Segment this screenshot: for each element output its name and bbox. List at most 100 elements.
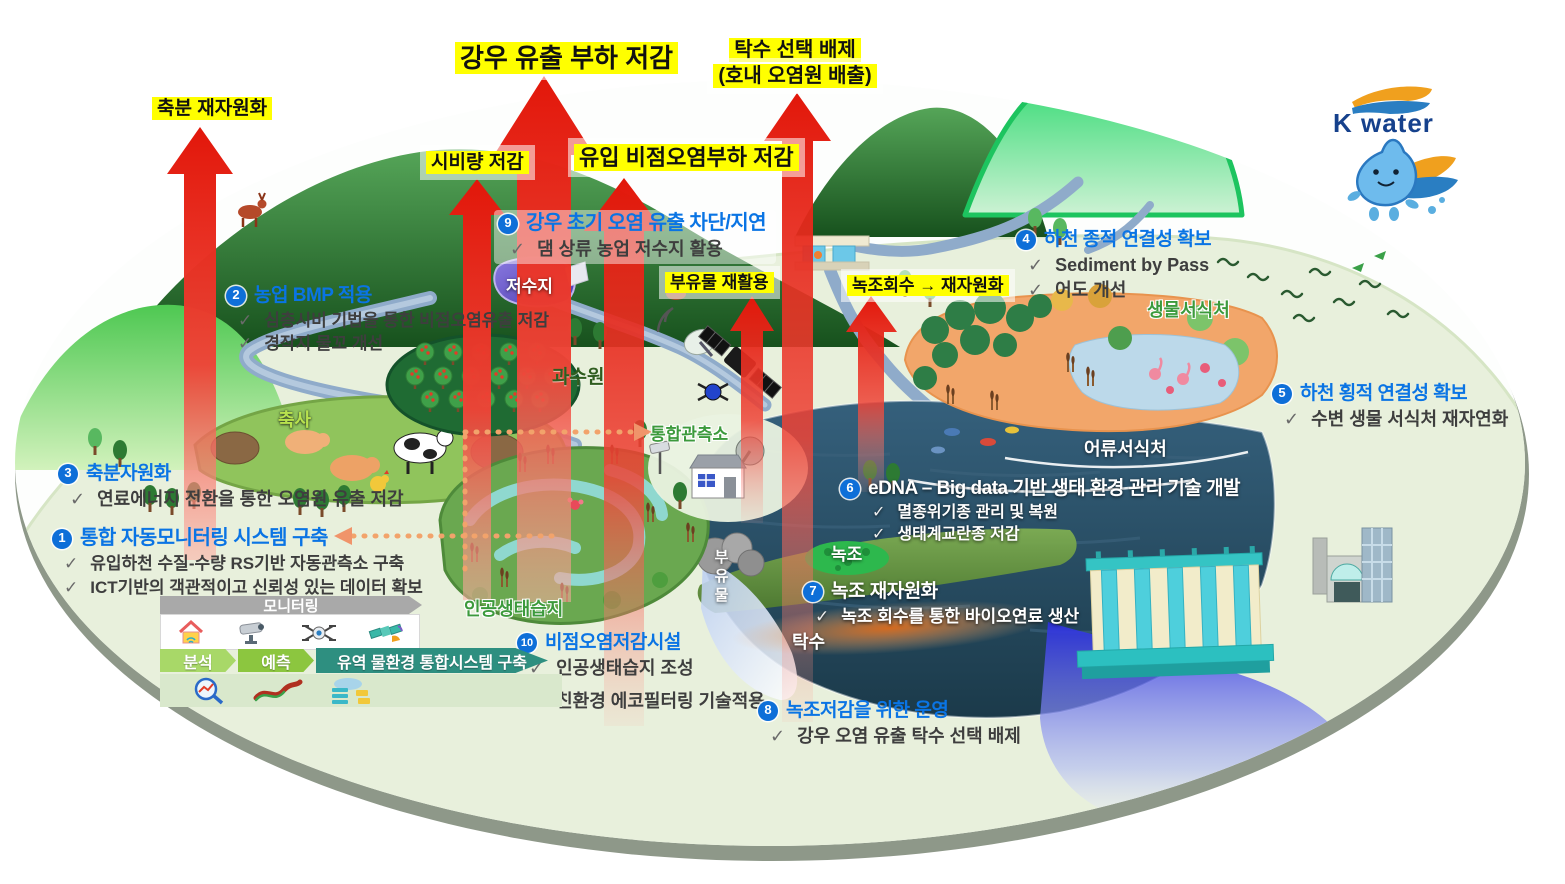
guide-lines	[907, 450, 1249, 493]
analysis-chart-icon	[194, 677, 224, 704]
flamingos	[1149, 357, 1191, 385]
dam	[1076, 546, 1275, 680]
item-2-title: 농업 BMP 적용	[254, 285, 372, 306]
item-3: 3 축분자원화 ✓ 연료에너지 전환을 통한 오염원 유출 저감	[58, 463, 404, 510]
check-icon: ✓	[872, 526, 886, 544]
check-icon: ✓	[64, 554, 79, 573]
dashed-arrowhead-right	[634, 423, 652, 441]
item-3-check-1: 연료에너지 전환을 통한 오염원 유출 저감	[97, 488, 404, 509]
item-6-check-2: 생태계교란종 저감	[897, 526, 1020, 544]
check-icon: ✓	[1028, 254, 1044, 275]
item-4-badge: 4	[1016, 229, 1036, 250]
item-9-check-1: 댐 상류 농업 저수지 활용	[537, 239, 723, 259]
label-fish-habitat: 어류서식처	[1084, 439, 1167, 459]
algae-patch	[805, 541, 889, 575]
birds	[1216, 251, 1410, 323]
item-8-title: 녹조저감을 위한 운영	[786, 700, 949, 721]
check-icon: ✓	[238, 310, 253, 330]
dashed-arrowhead-left	[334, 527, 352, 545]
item-7-badge: 7	[803, 581, 823, 602]
drone-icon	[697, 382, 729, 402]
pig	[285, 430, 380, 481]
label-fertilizer: 시비량 저감	[426, 151, 529, 175]
item-10: 10 비점오염저감시설 ✓ 인공생태습지 조성 ✓ 친환경 에코필터링 기술적용	[517, 632, 765, 711]
item-9: 9 강우 초기 오염 유출 차단/지연 ✓ 댐 상류 농업 저수지 활용	[494, 210, 777, 264]
kwater-logo-icon	[1352, 86, 1432, 114]
check-icon: ✓	[64, 577, 79, 597]
item-2-check-1: 심층시비 기법을 통한 비점오염유출 저감	[264, 310, 550, 330]
arrow-algae	[846, 296, 897, 492]
label-orchard: 과수원	[552, 367, 605, 388]
panel-icon-strip	[160, 614, 420, 650]
item-3-badge: 3	[58, 463, 78, 484]
check-icon: ✓	[70, 488, 86, 509]
habitat-island	[903, 284, 1278, 433]
item-6-badge: 6	[840, 478, 860, 499]
item-10-badge: 10	[517, 632, 537, 653]
item-9-badge: 9	[498, 213, 518, 234]
label-floating-recycle: 부유물 재활용	[665, 272, 774, 293]
algae-sample-icon	[253, 679, 303, 701]
item-5-badge: 5	[1272, 383, 1292, 404]
item-4-check-1: Sediment by Pass	[1055, 254, 1210, 275]
panel-system-banner: 유역 물환경 통합시스템 구축	[316, 648, 548, 673]
item-1-check-2: ICT기반의 객관적이고 신뢰성 있는 데이터 확보	[90, 577, 423, 597]
label-reservoir: 저수지	[506, 277, 553, 296]
item-9-title: 강우 초기 오염 유출 차단/지연	[526, 212, 767, 234]
dashed-links	[349, 429, 635, 579]
label-barn: 축사	[278, 410, 312, 430]
label-algae-recycle: 녹조회수 → 재자원화	[847, 275, 1009, 296]
panel-monitoring-label: 모니터링	[263, 597, 319, 615]
panel-analysis-chevron: 분석	[160, 649, 236, 672]
label-rain-runoff: 강우 유출 부하 저감	[455, 42, 679, 75]
arrow-nonpoint	[584, 178, 664, 726]
item-5-title: 하천 횡적 연결성 확보	[1300, 383, 1468, 404]
label-turbid: 탁수	[792, 632, 826, 652]
red-arrows	[167, 76, 897, 726]
check-icon: ✓	[238, 334, 253, 354]
mountain-left	[125, 149, 900, 347]
item-3-title: 축분자원화	[86, 463, 171, 484]
fish	[931, 426, 1019, 454]
item-6: 6 eDNA – Big data 기반 생태 환경 관리 기술 개발 ✓ 멸종…	[840, 478, 1241, 545]
arrow-floating	[730, 296, 774, 523]
smart-home-icon	[179, 619, 204, 644]
label-obs-station: 통합관측소	[650, 425, 729, 444]
item-2-check-2: 경작지 물꼬 개선	[264, 334, 384, 354]
label-floating: 부유물	[712, 549, 729, 606]
check-icon: ✓	[815, 606, 830, 626]
satellite-icon-panel	[368, 623, 403, 642]
label-wetland: 인공생태습지	[464, 599, 564, 619]
item-2-badge: 2	[226, 285, 246, 306]
check-icon: ✓	[510, 239, 526, 259]
item-10-check-1: 인공생태습지 조성	[556, 657, 694, 678]
item-4: 4 하천 종적 연결성 확보 ✓ Sediment by Pass ✓ 어도 개…	[1016, 229, 1212, 300]
panel-prediction-label: 예측	[261, 654, 291, 672]
panel-system-label: 유역 물환경 통합시스템 구축	[337, 654, 527, 672]
cctv-icon	[239, 622, 264, 644]
item-7-check-1: 녹조 회수를 통한 바이오연료 생산	[841, 606, 1080, 626]
item-7-title: 녹조 재자원화	[831, 581, 938, 602]
item-6-check-1: 멸종위기종 관리 및 복원	[897, 503, 1058, 521]
server-cloud-icon	[332, 677, 370, 704]
item-8-check-1: 강우 오염 유출 탁수 선택 배제	[797, 725, 1021, 746]
item-1-check-1: 유입하천 수질-수량 RS기반 자동관측소 구축	[90, 554, 405, 573]
check-icon: ✓	[1284, 408, 1300, 429]
label-bio-habitat: 생물서식처	[1147, 300, 1230, 320]
panel-analysis-label: 분석	[183, 654, 213, 672]
arrow-turbid	[764, 93, 831, 722]
kwater-wordmark: K water	[1333, 108, 1434, 138]
item-1: 1 통합 자동모니터링 시스템 구축 ✓ 유입하천 수질-수량 RS기반 자동관…	[52, 527, 423, 597]
arrow-fertilizer	[449, 179, 505, 600]
label-nonpoint: 유입 비점오염부하 저감	[574, 144, 799, 172]
item-4-title: 하천 종적 연결성 확보	[1044, 229, 1212, 250]
chicken	[370, 470, 389, 492]
check-icon: ✓	[770, 725, 786, 746]
item-10-check-2: 친환경 에코필터링 기술적용	[556, 690, 765, 711]
item-2: 2 농업 BMP 적용 ✓ 심층시비 기법을 통한 비점오염유출 저감 ✓ 경작…	[226, 285, 549, 354]
item-1-title: 통합 자동모니터링 시스템 구축	[80, 527, 328, 549]
item-8-badge: 8	[758, 700, 778, 721]
factory	[1312, 527, 1393, 603]
item-5: 5 하천 횡적 연결성 확보 ✓ 수변 생물 서식처 재자연화	[1272, 383, 1508, 430]
